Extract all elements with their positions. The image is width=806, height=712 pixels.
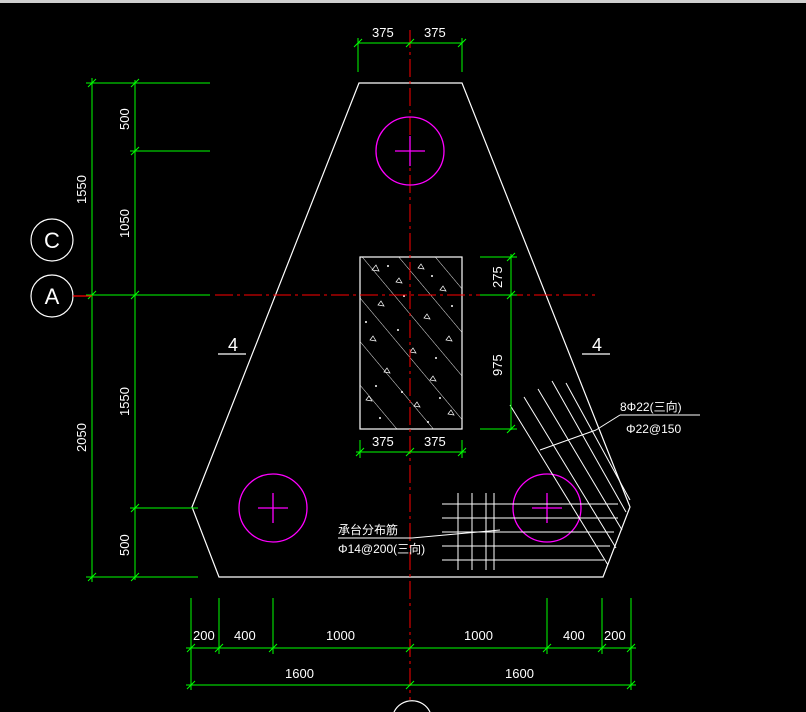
dim-bottom-200-right: 200 <box>604 628 626 643</box>
dim-bottom-1000-right: 1000 <box>464 628 493 643</box>
dim-bottom-1600-right: 1600 <box>505 666 534 681</box>
dim-left-1550-upper: 1550 <box>74 175 89 204</box>
dim-bottom-400-right: 400 <box>563 628 585 643</box>
pile-cap-outline <box>191 82 631 578</box>
dim-column-bottom: 975 <box>490 354 505 376</box>
section-mark-left: 4 <box>228 335 238 355</box>
dim-left-1550-lower: 1550 <box>117 387 132 416</box>
axis-label-a: A <box>45 284 60 309</box>
dim-left-2050: 2050 <box>74 423 89 452</box>
dim-bottom-1000-left: 1000 <box>326 628 355 643</box>
axis-bubbles <box>30 218 431 712</box>
pile-bottom-left <box>238 473 308 543</box>
dim-column-bottom-left: 375 <box>372 434 394 449</box>
dim-left-1050: 1050 <box>117 209 132 238</box>
dim-top-left: 375 <box>372 25 394 40</box>
rebar-diagonal <box>509 380 700 566</box>
distribution-rebar-spec: Φ14@200(三向) <box>338 541 425 556</box>
dim-bottom-1600-left: 1600 <box>285 666 314 681</box>
dim-bottom-400-left: 400 <box>234 628 256 643</box>
top-strip <box>0 0 806 3</box>
piles <box>238 116 582 543</box>
dimension-lines <box>86 38 636 690</box>
dim-bottom-200-left: 200 <box>193 628 215 643</box>
dim-column-top: 275 <box>490 266 505 288</box>
pile-bottom-right <box>512 473 582 543</box>
rebar-grid <box>338 493 618 570</box>
dim-top-right: 375 <box>424 25 446 40</box>
dim-column-bottom-right: 375 <box>424 434 446 449</box>
rebar-main-label: 8Φ22(三向) <box>620 399 682 414</box>
axis-label-c: C <box>44 228 60 253</box>
axis-bubble-c <box>30 218 74 262</box>
rebar-spacing-label: Φ22@150 <box>626 422 681 436</box>
dim-left-lower-500: 500 <box>117 534 132 556</box>
pile-top <box>375 116 445 186</box>
column-section <box>359 256 463 430</box>
dim-left-upper-500: 500 <box>117 108 132 130</box>
section-mark-right: 4 <box>592 335 602 355</box>
distribution-rebar-title: 承台分布筋 <box>338 522 398 537</box>
